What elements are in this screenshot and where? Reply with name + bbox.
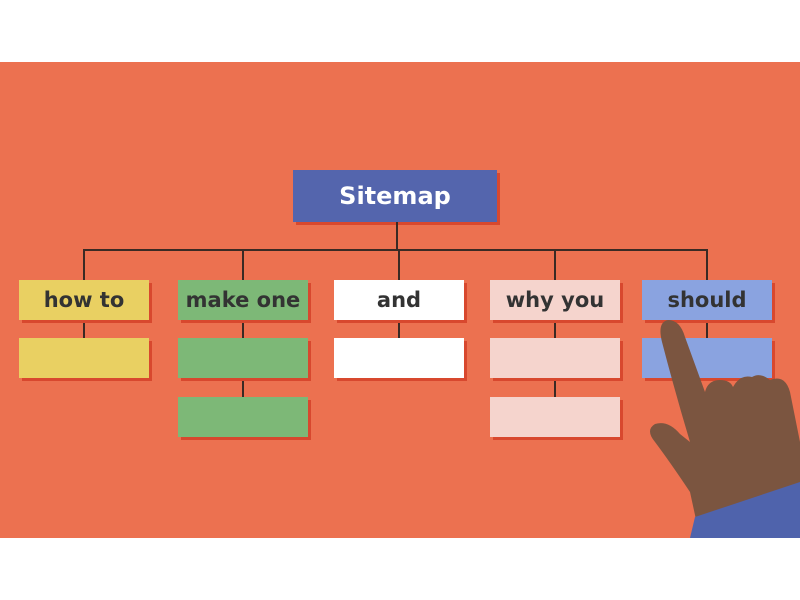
sitemap-node: and [334,280,464,320]
connector-horizontal [83,249,708,251]
sitemap-node: why you [490,280,620,320]
sitemap-child-node [334,338,464,378]
sitemap-node: how to [19,280,149,320]
sitemap-root-node: Sitemap [293,170,497,222]
sitemap-child-node [178,397,308,437]
sitemap-illustration: Sitemap how to make one and why you should [0,62,800,538]
sitemap-child-node [19,338,149,378]
sitemap-node: make one [178,280,308,320]
sitemap-child-node [490,338,620,378]
connector-vertical [554,249,556,398]
sitemap-node: should [642,280,772,320]
sitemap-child-node [178,338,308,378]
sitemap-child-node [490,397,620,437]
connector-root [396,222,398,250]
connector-vertical [242,249,244,398]
pointing-hand-icon [650,320,800,538]
